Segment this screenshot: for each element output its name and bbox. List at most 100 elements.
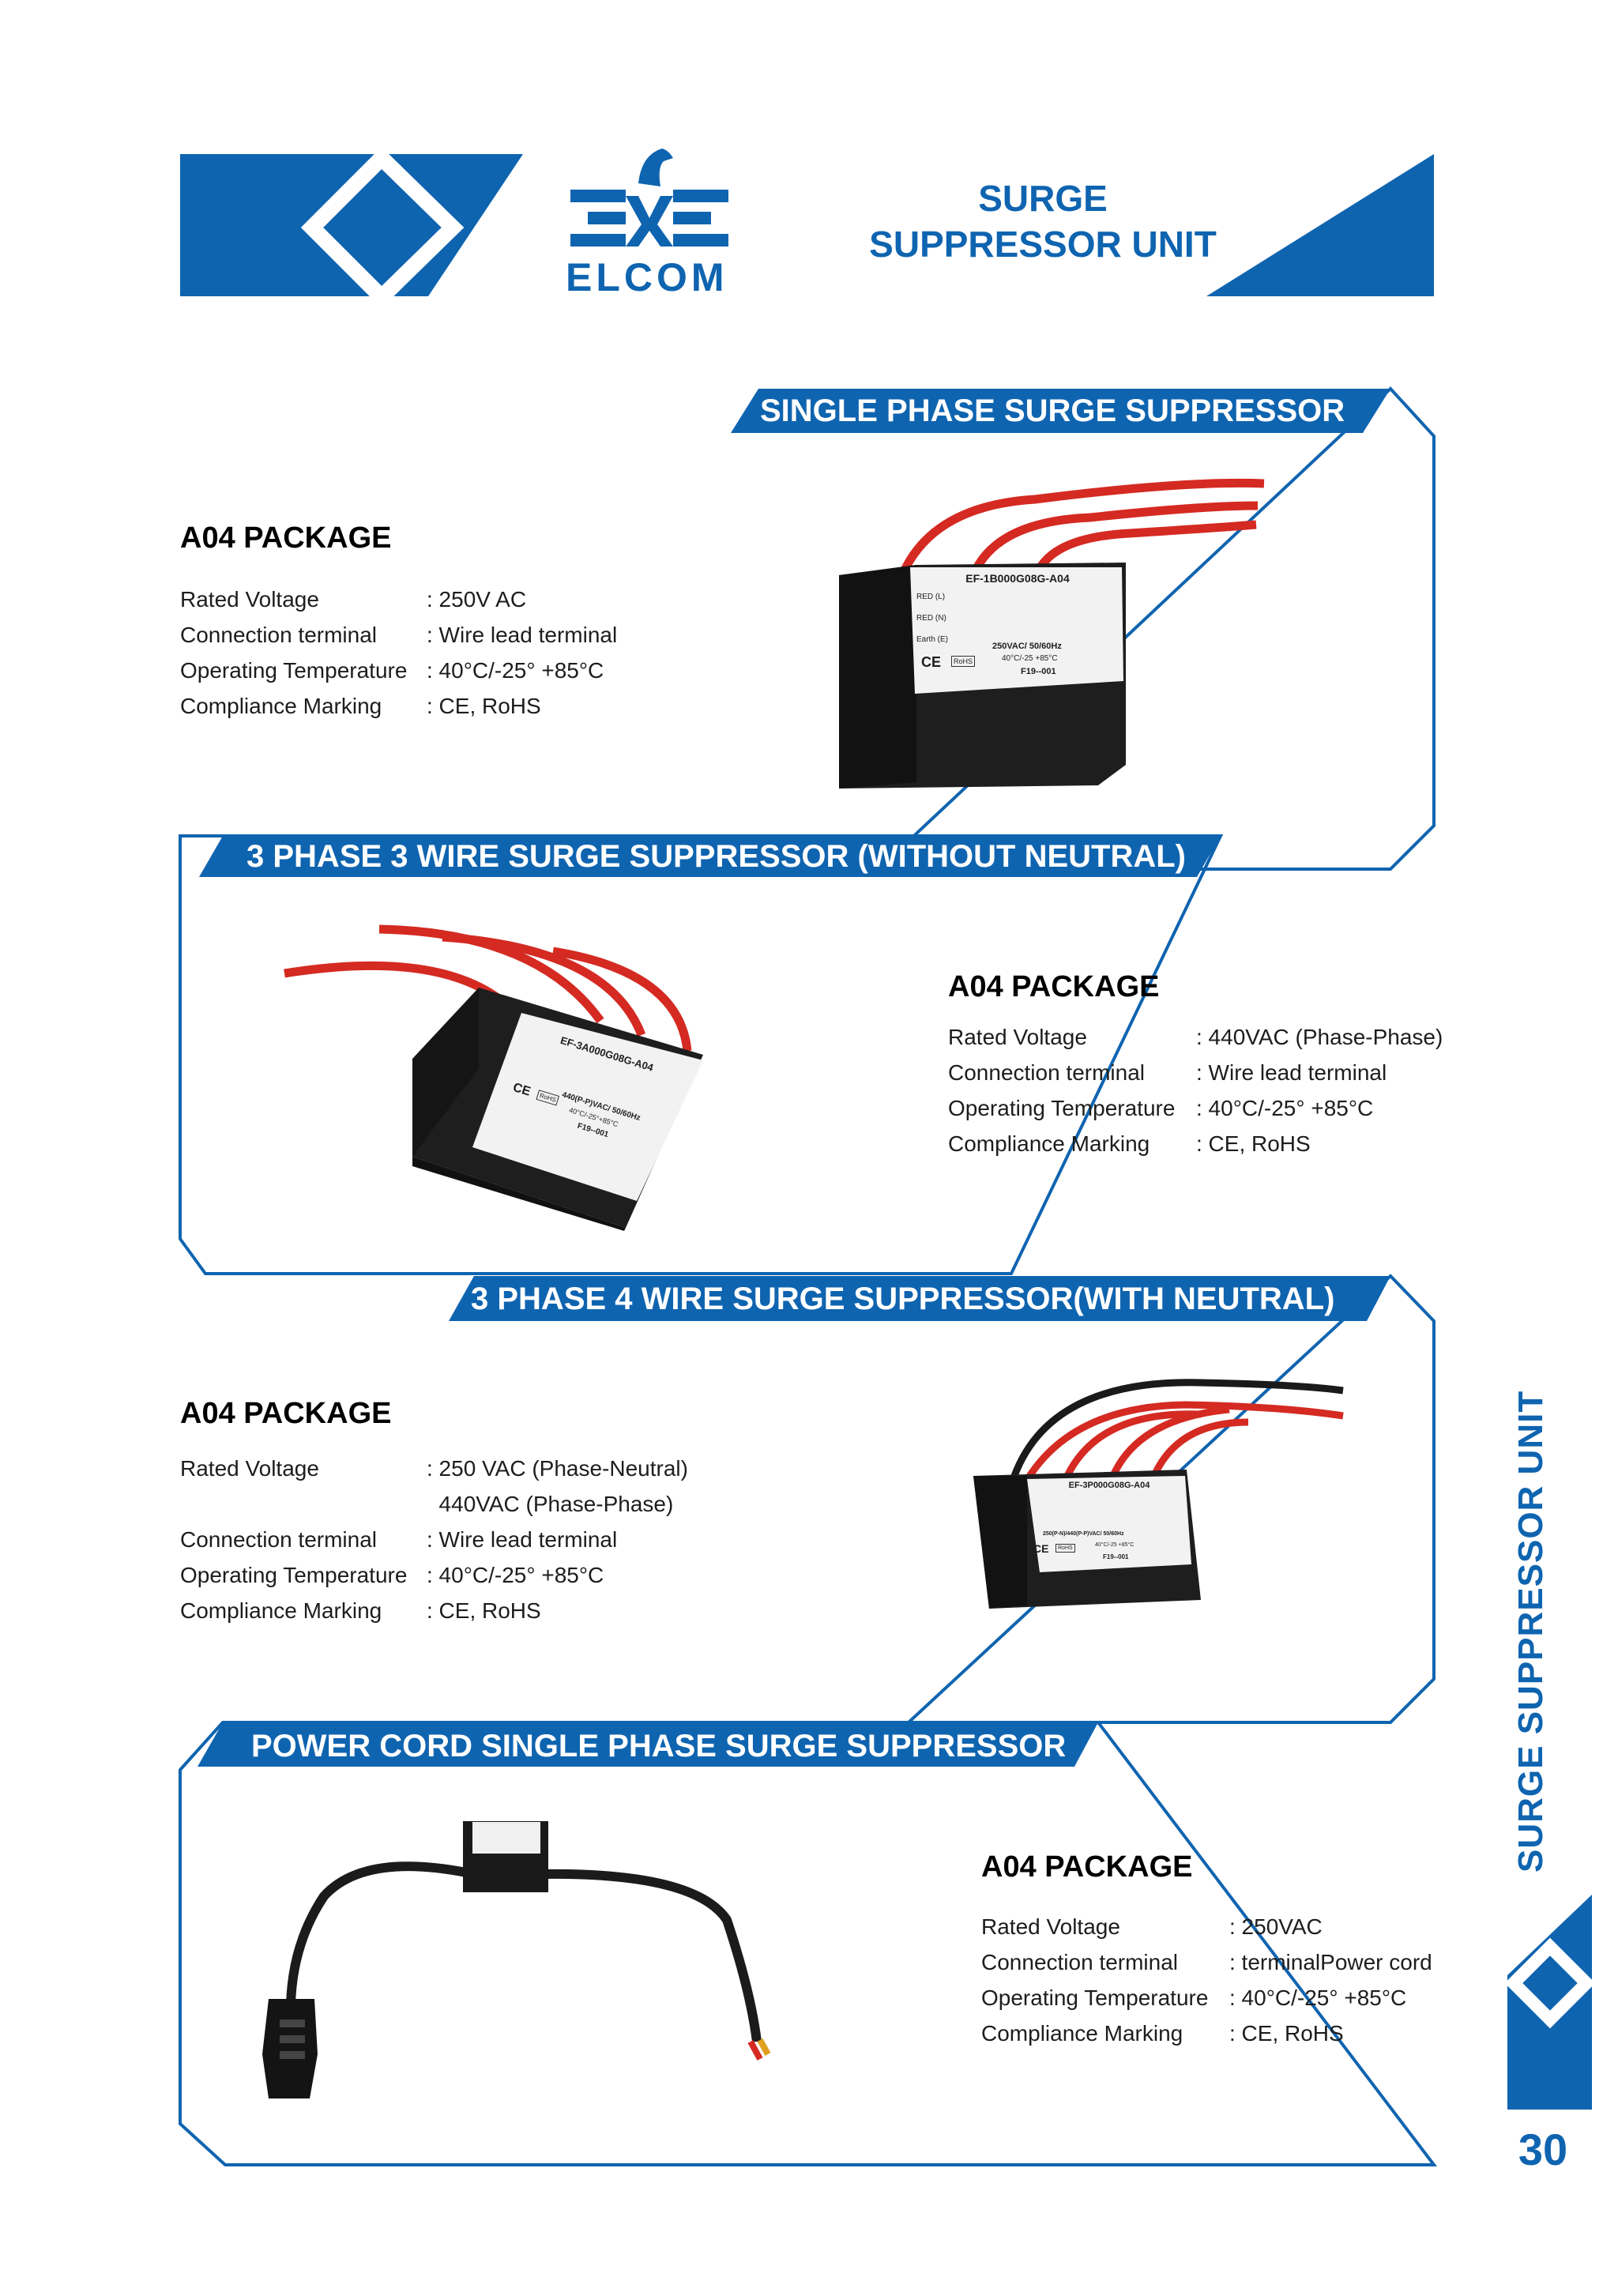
- section3-package-title: A04 PACKAGE: [180, 1397, 392, 1430]
- spec-label: Operating Temperature: [180, 1563, 408, 1587]
- product-image-3-phase-3-wire: [284, 924, 703, 1231]
- header-right-band: [1206, 154, 1434, 296]
- page-number: 30: [1518, 2125, 1568, 2174]
- side-title: SURGE SUPPRESSOR UNIT: [1511, 1390, 1550, 1873]
- spec-row: Compliance Marking : CE, RoHS: [180, 688, 617, 724]
- side-diamond-icon: [1504, 1937, 1596, 2029]
- spec-value: : Wire lead terminal: [427, 1527, 618, 1552]
- spec-label: Rated Voltage: [948, 1025, 1087, 1049]
- label-model: EF-3P000G08G-A04: [1068, 1481, 1150, 1490]
- page-title: SURGE SUPPRESSOR UNIT: [853, 175, 1232, 267]
- spec-row: Operating Temperature : 40°C/-25° +85°C: [180, 1557, 688, 1593]
- section3-frame: [904, 1274, 1436, 1724]
- spec-label: Connection terminal: [180, 1527, 378, 1552]
- spec-row: Operating Temperature : 40°C/-25° +85°C: [948, 1090, 1443, 1126]
- spec-row: Rated Voltage : 250V AC: [180, 582, 617, 617]
- section1-specs: Rated Voltage : 250V AC Connection termin…: [180, 582, 617, 724]
- elcom-logo-icon: [570, 149, 728, 247]
- spec-label: Operating Temperature: [981, 1985, 1209, 2010]
- spec-label: Rated Voltage: [981, 1914, 1120, 1939]
- spec-row: Connection terminal : Wire lead terminal: [948, 1055, 1443, 1090]
- product-image-single-phase: [839, 478, 1265, 789]
- spec-value: : CE, RoHS: [1196, 1131, 1311, 1156]
- label-temp: 40°C/-25 +85°C: [1002, 654, 1058, 663]
- spec-value: : 40°C/-25° +85°C: [427, 1563, 604, 1587]
- section1-package-title: A04 PACKAGE: [180, 521, 392, 555]
- label-temp: 40°C/-25 +85°C: [1095, 1542, 1134, 1548]
- section3-header-band: [449, 1276, 1390, 1321]
- spec-label: Rated Voltage: [180, 587, 319, 612]
- spec-row: Operating Temperature: 40°C/-25° +85°C: [180, 653, 617, 688]
- spec-row: Rated Voltage : 250VAC: [981, 1909, 1432, 1944]
- label-line2: RED (N): [916, 614, 946, 623]
- label-line3: Earth (E): [916, 635, 949, 644]
- section1-frame: [874, 386, 1436, 871]
- spec-row: Connection terminal : Wire lead terminal: [180, 1522, 688, 1557]
- spec-row: Compliance Marking : CE, RoHS: [180, 1593, 688, 1628]
- spec-label: Compliance Marking: [180, 694, 382, 718]
- spec-value: : 40°C/-25° +85°C: [1229, 1985, 1407, 2010]
- label-code: F19--001: [1021, 667, 1056, 676]
- ce-mark: CE: [511, 1080, 532, 1099]
- spec-label: Compliance Marking: [948, 1131, 1150, 1156]
- section3-specs: Rated Voltage : 250 VAC (Phase-Neutral) 4…: [180, 1451, 688, 1628]
- spec-value: : 250VAC: [1229, 1914, 1323, 1939]
- spec-label: Compliance Marking: [180, 1598, 382, 1623]
- spec-value: : 40°C/-25° +85°C: [1196, 1096, 1374, 1120]
- spec-label: Connection terminal: [981, 1950, 1179, 1974]
- rohs-mark: RoHS: [536, 1090, 560, 1106]
- header-left-band: [180, 146, 523, 309]
- side-band: [1504, 1895, 1596, 2110]
- spec-value: : terminalPower cord: [1229, 1950, 1432, 1974]
- spec-row: Rated Voltage : 440VAC (Phase-Phase): [948, 1019, 1443, 1055]
- section4-title: POWER CORD SINGLE PHASE SURGE SUPPRESSOR: [251, 1729, 1067, 1763]
- spec-value: : CE, RoHS: [427, 694, 541, 718]
- spec-label: [180, 1486, 427, 1522]
- section4-specs: Rated Voltage : 250VAC Connection termina…: [981, 1909, 1432, 2051]
- spec-value: : 440VAC (Phase-Phase): [1196, 1025, 1443, 1049]
- section3-title: 3 PHASE 4 WIRE SURGE SUPPRESSOR(WITH NEU…: [471, 1282, 1335, 1316]
- spec-row: Rated Voltage : 250 VAC (Phase-Neutral): [180, 1451, 688, 1486]
- spec-value: : CE, RoHS: [427, 1598, 541, 1623]
- page-title-line1: SURGE: [978, 178, 1108, 219]
- section4-package-title: A04 PACKAGE: [981, 1850, 1193, 1884]
- ce-mark: CE: [921, 654, 942, 670]
- label-line1: RED (L): [916, 593, 946, 601]
- spec-value: : 250V AC: [427, 587, 527, 612]
- spec-row: Compliance Marking : CE, RoHS: [981, 2016, 1432, 2051]
- section1-header-band: [731, 389, 1390, 433]
- spec-value: 440VAC (Phase-Phase): [427, 1492, 674, 1516]
- spec-row: Compliance Marking : CE, RoHS: [948, 1126, 1443, 1161]
- spec-row: Connection terminal : terminalPower cord: [981, 1944, 1432, 1980]
- spec-row: 440VAC (Phase-Phase): [180, 1486, 688, 1522]
- product-image-power-cord: [262, 1821, 771, 2098]
- label-rating: 250(P-N)/440(P-P)VAC/ 50/60Hz: [1043, 1531, 1124, 1537]
- logo-text: ELCOM: [566, 255, 728, 299]
- rohs-mark: RoHS: [951, 656, 976, 667]
- spec-value: : Wire lead terminal: [1196, 1060, 1387, 1085]
- product-label-single-phase: EF-1B000G08G-A04 RED (L) RED (N) Earth (…: [916, 572, 1119, 691]
- spec-label: Connection terminal: [180, 623, 378, 647]
- spec-label: Connection terminal: [948, 1060, 1146, 1085]
- spec-label: Compliance Marking: [981, 2021, 1183, 2046]
- section2-header-band: [199, 836, 1221, 877]
- spec-label: Operating Temperature: [180, 658, 408, 683]
- spec-row: Operating Temperature : 40°C/-25° +85°C: [981, 1980, 1432, 2016]
- product-label-3-phase-4-wire: EF-3P000G08G-A04 CE RoHS 250(P-N)/440(P-…: [1030, 1481, 1188, 1568]
- spec-value: : Wire lead terminal: [427, 623, 618, 647]
- label-rating: 250VAC/ 50/60Hz: [992, 642, 1062, 651]
- ce-mark: CE: [1033, 1542, 1049, 1555]
- diamond-icon: [300, 146, 465, 309]
- spec-value: : 250 VAC (Phase-Neutral): [427, 1456, 688, 1481]
- product-image-3-phase-4-wire: [973, 1379, 1344, 1609]
- section1-title: SINGLE PHASE SURGE SUPPRESSOR: [760, 393, 1345, 428]
- spec-label: Operating Temperature: [948, 1096, 1176, 1120]
- section2-specs: Rated Voltage : 440VAC (Phase-Phase) Conn…: [948, 1019, 1443, 1161]
- section2-package-title: A04 PACKAGE: [948, 970, 1160, 1003]
- page-title-line2: SUPPRESSOR UNIT: [869, 224, 1217, 265]
- label-model: EF-1B000G08G-A04: [965, 572, 1070, 585]
- spec-value: : CE, RoHS: [1229, 2021, 1344, 2046]
- label-code: F19--001: [1103, 1553, 1129, 1560]
- spec-label: Rated Voltage: [180, 1456, 319, 1481]
